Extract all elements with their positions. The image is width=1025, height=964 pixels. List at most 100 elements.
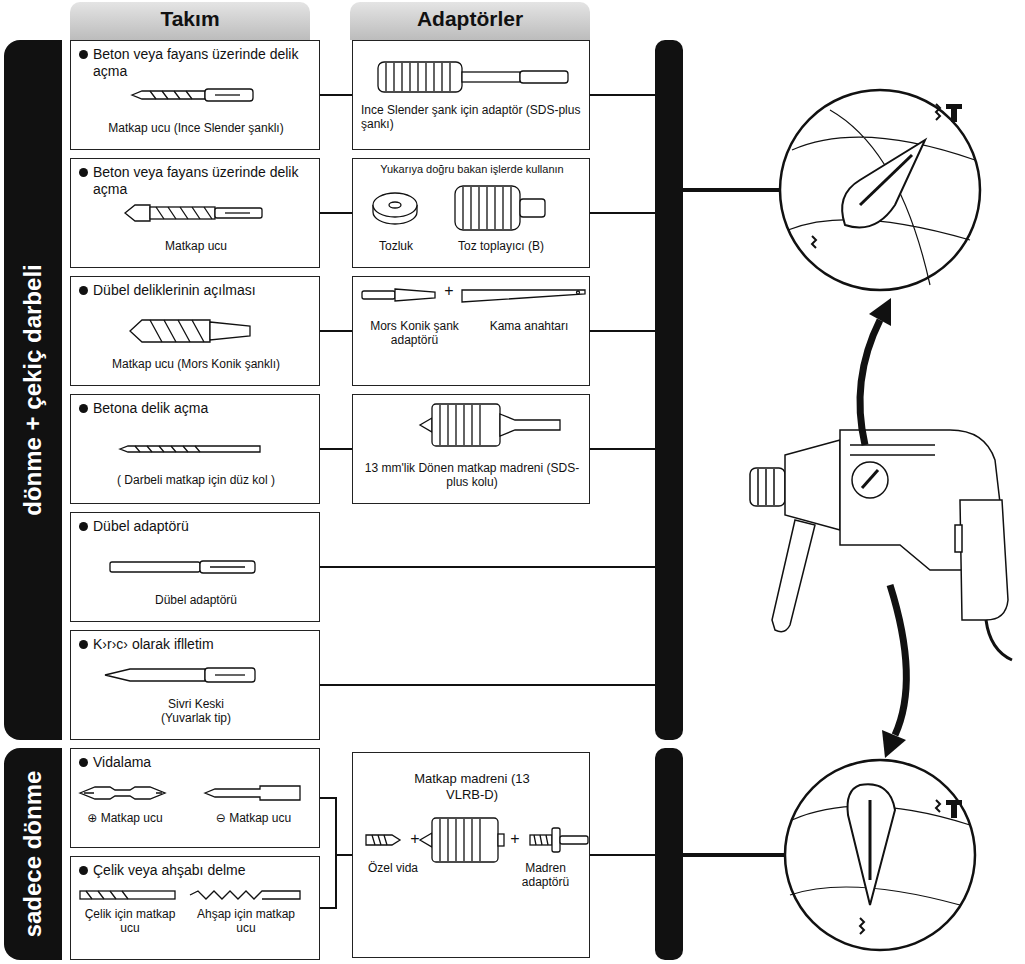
drawing-path [590, 212, 655, 214]
connector-line [320, 798, 352, 855]
caption-text: Matkap ucu (Mors Konik şanklı) [77, 357, 315, 371]
drawing-path [960, 500, 1008, 620]
drawing-path [366, 835, 400, 845]
caption-text: ⊖ Matkap ucu [196, 811, 311, 825]
drawing-path [785, 440, 840, 530]
caption-text: Matkap madreni (13 VLRB-D) [407, 771, 537, 802]
column-header-text: Adaptörler [350, 2, 590, 36]
plus-sign: + [437, 281, 461, 300]
mode-band: sadece dönme [4, 748, 62, 960]
drawing-rect [205, 89, 253, 101]
drawing-rect [455, 186, 520, 230]
caption-text: ( Darbeli matkap için düz kol ) [77, 473, 315, 487]
bullet-dot [79, 168, 88, 177]
drawing-path [210, 566, 245, 567]
caption-text: Dübel adaptörü [77, 593, 315, 607]
adapter-box: + Mors Konik şank adaptörüKama anahtarı [352, 276, 590, 386]
drawing-path [130, 320, 210, 342]
drawing-path [850, 445, 935, 455]
caption-text: Tozluk [361, 239, 431, 253]
drawing-path [150, 91, 192, 99]
drawing-path [86, 891, 128, 899]
drawing-path [590, 330, 655, 332]
mode-band: dönme + çekiç darbeli [4, 40, 62, 740]
drawing-path [462, 290, 585, 302]
drawing-circle [785, 760, 975, 950]
caption-text: 13 mm'lik Dönen matkap madreni (SDS-plus… [361, 461, 583, 490]
drawing-polygon [869, 298, 891, 326]
drawing-path [132, 91, 205, 99]
tool-box: Beton veya fayans üzerinde delik açmaMat… [70, 158, 320, 268]
drawing-rect [750, 468, 785, 506]
note-text: Yukarıya doğru bakan işlerde kullanın [359, 163, 585, 176]
drawing-path [440, 819, 480, 861]
rotary-hammer-drawing [750, 430, 1012, 660]
drawing-rect [200, 561, 255, 573]
drawing-path [860, 155, 912, 205]
drawing-path [135, 446, 200, 452]
drawing-rect [655, 40, 683, 740]
column-header-text: Takım [70, 2, 310, 36]
drawing-rect [530, 835, 552, 845]
drawing-path [936, 800, 940, 812]
drawing-rect [520, 199, 545, 217]
drawing-path [105, 669, 205, 681]
feed-lines [320, 95, 787, 855]
drawing-rect [432, 404, 500, 446]
drawing-path [420, 418, 432, 432]
bullet-dot [79, 50, 88, 59]
caption-text: Ince Slender şank için adaptör (SDS-plus… [361, 103, 583, 132]
heading-text: Betona delik açma [93, 400, 315, 417]
drawing-path [395, 289, 435, 301]
tool-box: K›r›c› olarak iflletimSivri Keski (Yuvar… [70, 630, 320, 740]
caption-text: Kama anahtarı [471, 319, 587, 333]
drawing-path [890, 585, 906, 735]
drawing-path [210, 322, 250, 340]
drawing-circle [780, 90, 980, 290]
tool-box: Dübel adaptörüDübel adaptörü [70, 512, 320, 622]
bullet-dot [79, 522, 88, 531]
heading-text: K›r›c› olarak iflletim [93, 636, 315, 653]
drawing-path [320, 566, 655, 568]
drawing-path [590, 94, 655, 96]
heading-text: Dübel adaptörü [93, 518, 315, 535]
drawing-path [683, 188, 782, 192]
plus-sign: + [405, 829, 425, 848]
drawing-path [590, 854, 655, 856]
drawing-path [120, 446, 260, 452]
drawing-path [80, 787, 165, 799]
connector-line [320, 855, 352, 908]
drawing-path [788, 110, 975, 285]
caption-text: Toz toplayıcı (B) [436, 239, 566, 253]
connector-line [320, 94, 352, 96]
drawing-path [500, 414, 560, 436]
drawing-polygon [882, 730, 906, 758]
adapter-box: Matkap madreni (13 VLRB-D)++Özel vidaMad… [352, 752, 590, 958]
drawing-path [156, 207, 212, 219]
drawing-circle [577, 291, 580, 294]
tool-bits [80, 89, 300, 899]
bullet-dot [79, 286, 88, 295]
bullet-dot [79, 758, 88, 767]
tool-box: Betona delik açma ( Darbeli matkap için d… [70, 394, 320, 504]
drawing-path [936, 104, 940, 120]
connector-line [320, 330, 352, 332]
drawing-rect [462, 72, 520, 82]
drawing-path [463, 187, 511, 229]
drawing-path [534, 835, 548, 845]
drawing-path [225, 212, 250, 213]
drawing-path [860, 918, 864, 934]
adaptor-drawings [362, 62, 588, 862]
drawing-path [772, 520, 815, 632]
heading-text: Vidalama [93, 754, 315, 771]
caption-text: Mors Konik şank adaptörü [357, 319, 472, 348]
mode-label: dönme + çekiç darbeli [19, 264, 48, 515]
drawing-rect [362, 291, 395, 299]
drawing-path [215, 94, 240, 95]
column-header-tab: Takım [70, 2, 310, 40]
drawing-rect [110, 562, 200, 572]
mode-label: sadece dönme [19, 771, 48, 938]
drawing-path [205, 786, 300, 800]
heading-text: Beton veya fayans üzerinde delik açma [93, 164, 315, 198]
drawing-path [440, 405, 480, 445]
